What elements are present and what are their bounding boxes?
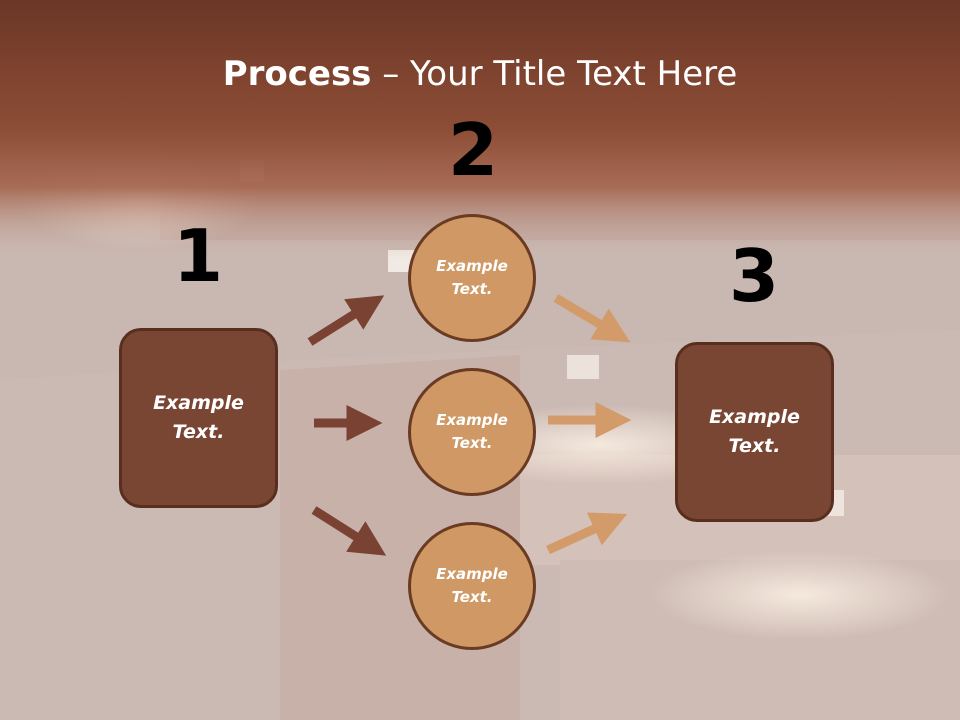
circle-bottom: Example Text. bbox=[408, 522, 536, 650]
step-number-2: 2 bbox=[447, 108, 499, 192]
step-number-1: 1 bbox=[172, 214, 224, 298]
circle-top-text: Example Text. bbox=[436, 257, 508, 298]
title-rest: – Your Title Text Here bbox=[371, 54, 738, 94]
step-number-3: 3 bbox=[728, 234, 780, 318]
circle-bottom-text: Example Text. bbox=[436, 565, 508, 606]
source-box-text: Example Text. bbox=[153, 392, 244, 443]
target-box-text: Example Text. bbox=[709, 406, 800, 457]
slide-title: Process – Your Title Text Here bbox=[0, 52, 960, 96]
circle-top: Example Text. bbox=[408, 214, 536, 342]
circle-middle-text: Example Text. bbox=[436, 411, 508, 452]
title-bold: Process bbox=[222, 54, 372, 94]
circle-middle: Example Text. bbox=[408, 368, 536, 496]
source-box: Example Text. bbox=[119, 328, 278, 508]
target-box: Example Text. bbox=[675, 342, 834, 522]
